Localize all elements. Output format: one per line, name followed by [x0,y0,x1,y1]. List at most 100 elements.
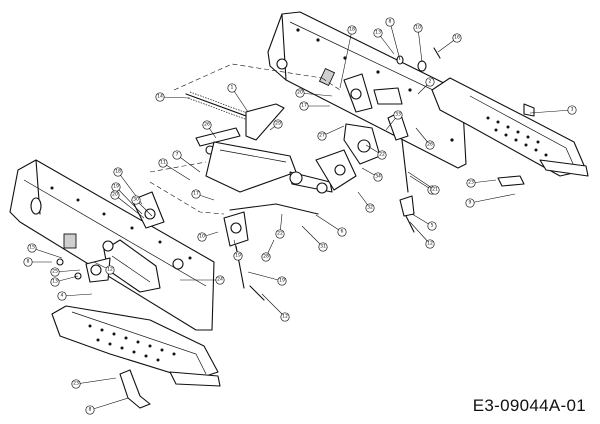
callout-number: 34 [375,174,381,180]
leader-line-c1 [231,87,249,113]
callout-number: 19 [279,278,285,284]
callout-c26b: 26 [425,140,435,150]
callout-c32: 32 [365,203,375,213]
callout-bubble [337,227,347,237]
callout-bubble [191,189,201,199]
callout-bubble [172,150,182,160]
callout-c22b: 22 [275,229,285,239]
callout-number: 21 [432,187,438,193]
leader-line-c8b [389,21,401,61]
callout-c23: 23 [466,178,476,188]
callout-number: 18 [349,27,355,33]
callout-number: 31 [320,244,326,250]
callout-number: 10 [199,234,205,240]
callout-bubble [413,23,423,33]
callout-bubble [465,198,475,208]
callout-bubble [261,252,271,262]
callout-bubble [425,239,435,249]
callout-number: 33 [395,112,401,118]
callout-c8: 8 [23,257,33,267]
callout-c26: 26 [202,120,212,130]
leader-line-c19c [115,186,143,215]
callout-number: 24 [217,277,223,283]
callout-number: 22 [379,152,385,158]
callout-bubble [299,101,309,111]
callout-labels: 1234567888910101111121212131314151617171… [23,17,577,415]
callout-bubble [50,267,60,277]
right-footplate [431,77,589,177]
callout-c6: 6 [337,227,347,237]
leader-line-c8c [89,397,129,411]
callout-bubble [110,190,120,200]
callout-c12c: 12 [105,265,115,275]
callout-number: 29 [275,121,281,127]
leader-line-c4 [61,293,93,297]
callout-number: 26 [427,142,433,148]
callout-bubble [466,178,476,188]
callout-bubble [567,105,577,115]
callout-c23b: 23 [71,379,81,389]
callout-c28: 28 [261,252,271,262]
leader-line-c15 [31,247,63,259]
callout-bubble [113,167,123,177]
callout-c34: 34 [373,172,383,182]
callout-number: 10 [415,25,421,31]
callout-bubble [280,312,290,322]
callout-c30: 30 [131,195,141,205]
leader-line-c23b [75,377,117,385]
callout-number: 30 [133,197,139,203]
callout-number: 3 [571,107,574,113]
callout-c25: 25 [50,267,60,277]
callout-number: 13 [375,30,381,36]
callout-number: 16 [454,35,460,41]
callout-c13: 13 [50,277,60,287]
callout-bubble [277,276,287,286]
callout-c4: 4 [57,291,67,301]
callout-number: 20 [112,192,118,198]
leader-line-c9 [469,193,516,204]
callout-bubble [393,110,403,120]
callout-number: 20 [297,90,303,96]
callout-c31: 31 [318,242,328,252]
callout-c9: 9 [465,198,475,208]
callout-bubble [275,229,285,239]
center-shaft [289,149,357,194]
callout-c21: 21 [430,185,440,195]
rear-lever-assembly [343,73,415,233]
callout-bubble [318,242,328,252]
left-footplate [51,305,221,409]
callout-bubble [105,265,115,275]
leader-line-c12b [409,221,431,245]
callout-bubble [373,172,383,182]
callout-bubble [71,379,81,389]
document-code: E3-09044A-01 [472,396,586,415]
callout-number: 22 [277,231,283,237]
callout-c22: 22 [377,150,387,160]
callout-c12: 12 [280,312,290,322]
right-hardware [396,47,535,187]
leader-line-c10b [417,27,423,63]
callout-c16: 16 [452,33,462,43]
callout-c33: 33 [393,110,403,120]
callout-bubble [425,140,435,150]
callout-number: 25 [52,269,58,275]
callout-number: 8 [389,19,392,25]
callout-c5: 5 [427,221,437,231]
callout-c10: 10 [197,232,207,242]
callout-c18b: 18 [113,167,123,177]
callout-c19b: 19 [277,276,287,286]
callout-c8b: 8 [385,17,395,27]
callout-bubble [215,275,225,285]
callout-c17b: 17 [191,189,201,199]
callout-bubble [227,83,237,93]
callout-c11: 11 [158,158,168,168]
callout-bubble [430,185,440,195]
callout-number: 23 [468,180,474,186]
callout-bubble [425,77,435,87]
callout-bubble [295,88,305,98]
callout-number: 23 [73,381,79,387]
callout-c12b: 12 [425,239,435,249]
leader-line-c20b [114,194,145,219]
callout-c18: 18 [347,25,357,35]
